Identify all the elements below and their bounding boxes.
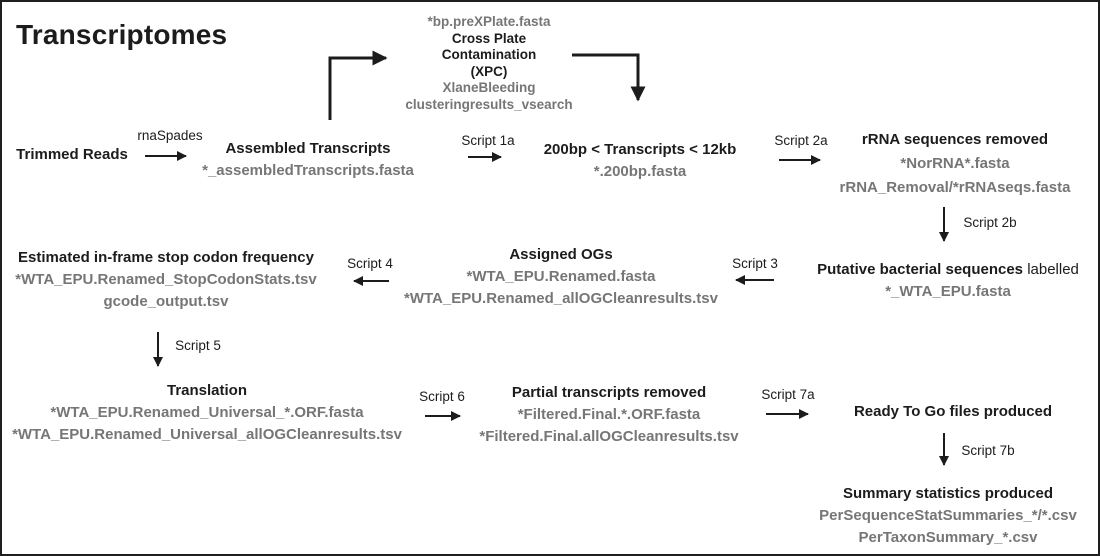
xpc-title-line-3: (XPC) — [470, 63, 508, 79]
node-stop-codon-frequency: Estimated in-frame stop codon frequency … — [15, 247, 316, 313]
summary-stats-file-1: PerSequenceStatSummaries_*/*.csv — [819, 507, 1077, 524]
edge-label-script-5: Script 5 — [175, 338, 221, 353]
summary-stats-title: Summary statistics produced — [842, 485, 1054, 502]
rrna-removed-file-1: *NorRNA*.fasta — [900, 155, 1010, 172]
node-size-filtered: 200bp < Transcripts < 12kb *.200bp.fasta — [544, 139, 737, 183]
size-filtered-file: *.200bp.fasta — [593, 163, 687, 180]
node-putative-bacterial: Putative bacterial sequences labelled *_… — [817, 259, 1079, 303]
page-title: Transcriptomes — [16, 19, 228, 50]
size-filtered-title: 200bp < Transcripts < 12kb — [543, 141, 737, 158]
stop-codon-file-1: *WTA_EPU.Renamed_StopCodonStats.tsv — [15, 271, 317, 288]
arrow-xpc-to-size-filter — [572, 53, 646, 102]
translation-file-1: *WTA_EPU.Renamed_Universal_*.ORF.fasta — [50, 404, 364, 421]
assigned-ogs-file-1: *WTA_EPU.Renamed.fasta — [466, 268, 656, 285]
assigned-ogs-title: Assigned OGs — [509, 246, 613, 263]
node-assembled-transcripts: Assembled Transcripts *_assembledTranscr… — [202, 138, 414, 182]
edge-label-script-7b: Script 7b — [961, 443, 1015, 458]
putative-bacterial-title-bold: Putative bacterial sequences — [817, 261, 1024, 278]
stop-codon-file-2: gcode_output.tsv — [103, 293, 229, 310]
assigned-ogs-file-2: *WTA_EPU.Renamed_allOGCleanresults.tsv — [404, 290, 718, 307]
putative-bacterial-file: *_WTA_EPU.fasta — [885, 283, 1011, 300]
node-summary-stats: Summary statistics produced PerSequenceS… — [819, 483, 1077, 549]
xpc-file-2: clusteringresults_vsearch — [405, 96, 573, 112]
edge-label-script-3: Script 3 — [732, 256, 778, 271]
edge-label-script-7a: Script 7a — [761, 387, 815, 402]
stop-codon-title: Estimated in-frame stop codon frequency — [18, 249, 314, 266]
arrow-assembled-to-xpc — [328, 50, 388, 120]
partial-removed-file-1: *Filtered.Final.*.ORF.fasta — [517, 406, 701, 423]
edge-label-script-4: Script 4 — [347, 256, 393, 271]
rrna-removed-file-2: rRNA_Removal/*rRNAseqs.fasta — [839, 179, 1071, 196]
edge-label-script-2a: Script 2a — [774, 133, 828, 148]
xpc-input-file: *bp.preXPlate.fasta — [427, 14, 551, 29]
partial-removed-file-2: *Filtered.Final.allOGCleanresults.tsv — [479, 428, 739, 445]
xpc-file-1: XlaneBleeding — [442, 80, 536, 95]
putative-bacterial-title: Putative bacterial sequences labelled — [817, 259, 1079, 281]
xpc-title-line-2: Contamination — [441, 47, 537, 62]
edge-label-script-6: Script 6 — [419, 389, 465, 404]
summary-stats-file-2: PerTaxonSummary_*.csv — [858, 529, 1038, 546]
xpc-title-line-1: Cross Plate — [451, 30, 527, 46]
node-trimmed-reads: Trimmed Reads — [16, 144, 128, 166]
edge-label-rnaspades: rnaSpades — [137, 128, 203, 143]
translation-file-2: *WTA_EPU.Renamed_Universal_allOGCleanres… — [12, 426, 402, 443]
node-rrna-removed: rRNA sequences removed *NorRNA*.fasta rR… — [840, 128, 1071, 200]
assembled-transcripts-file: *_assembledTranscripts.fasta — [202, 162, 414, 179]
rrna-removed-title: rRNA sequences removed — [861, 131, 1049, 148]
node-cross-plate-contamination: *bp.preXPlate.fasta Cross Plate Contamin… — [405, 14, 572, 113]
trimmed-reads-title: Trimmed Reads — [16, 146, 128, 163]
node-assigned-ogs: Assigned OGs *WTA_EPU.Renamed.fasta *WTA… — [404, 244, 718, 310]
ready-to-go-title: Ready To Go files produced — [853, 403, 1053, 420]
edge-label-script-2b: Script 2b — [963, 215, 1017, 230]
putative-bacterial-title-regular: labelled — [1027, 261, 1079, 278]
node-partial-removed: Partial transcripts removed *Filtered.Fi… — [479, 382, 738, 448]
edge-label-script-1a: Script 1a — [461, 133, 515, 148]
node-translation: Translation *WTA_EPU.Renamed_Universal_*… — [12, 380, 402, 446]
node-ready-to-go: Ready To Go files produced — [854, 401, 1052, 423]
assembled-transcripts-title: Assembled Transcripts — [225, 140, 391, 157]
partial-removed-title: Partial transcripts removed — [511, 384, 707, 401]
translation-title: Translation — [166, 382, 248, 399]
